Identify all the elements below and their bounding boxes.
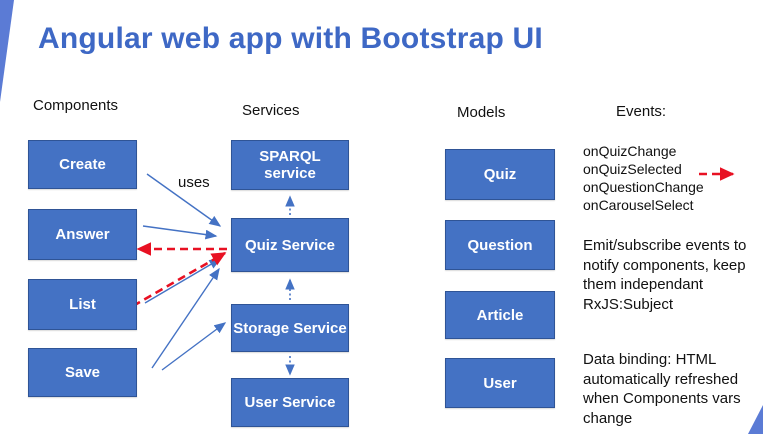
components-column-header: Components (33, 97, 119, 114)
event-item-oncarouselselect: onCarouselSelect (583, 197, 694, 213)
model-box-question: Question (445, 220, 555, 270)
event-item-onquizselected: onQuizSelected (583, 161, 682, 177)
component-box-save: Save (28, 348, 137, 397)
arrow-event-list-to-quiz-service (132, 251, 227, 308)
uses-label: uses (178, 174, 210, 191)
model-box-article: Article (445, 291, 555, 339)
slide-title: Angular web app with Bootstrap UI (38, 22, 543, 55)
model-box-quiz: Quiz (445, 149, 555, 200)
arrow-save-to-quiz-service (151, 267, 220, 369)
event-item-onquizchange: onQuizChange (583, 143, 677, 159)
note-data-binding: Data binding: HTML automatically refresh… (583, 351, 741, 427)
services-column-header: Services (242, 102, 300, 119)
event-item-onquestionchange: onQuestionChange (583, 179, 704, 195)
events-column-header: Events: (616, 103, 667, 120)
component-box-create: Create (28, 140, 137, 189)
component-box-list: List (28, 279, 137, 330)
service-box-quiz: Quiz Service (231, 218, 349, 272)
service-box-user: User Service (231, 378, 349, 427)
component-box-answer: Answer (28, 209, 137, 260)
service-box-storage: Storage Service (231, 304, 349, 352)
arrow-answer-to-quiz-service (142, 225, 218, 240)
model-box-user: User (445, 358, 555, 408)
service-box-sparql: SPARQL service (231, 140, 349, 190)
note-emit-subscribe: Emit/subscribe events to notify componen… (583, 237, 747, 313)
models-column-header: Models (457, 104, 506, 121)
arrow-save-to-storage-service (161, 322, 227, 371)
arrow-list-to-quiz-service (144, 258, 222, 304)
events-list: onQuizChange onQuizSelected onQuestionCh… (583, 142, 704, 214)
slide-corner-wedge-top-left (0, 0, 14, 102)
